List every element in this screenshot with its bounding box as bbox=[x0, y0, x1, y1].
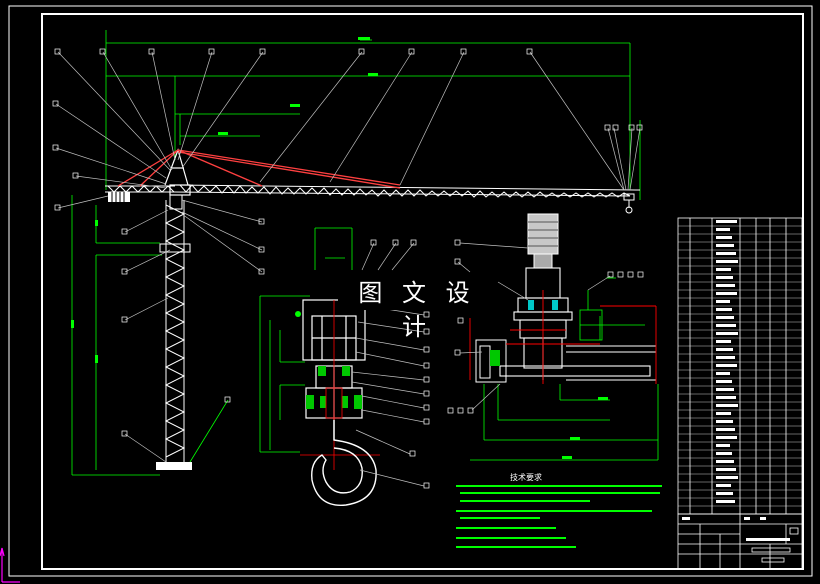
table-row-text bbox=[716, 324, 736, 327]
table-row-text bbox=[716, 348, 733, 351]
slewing-tags bbox=[607, 271, 644, 278]
table-row-text bbox=[716, 492, 733, 495]
title-block bbox=[677, 513, 803, 570]
outer-frame bbox=[8, 5, 813, 577]
tower-mast bbox=[159, 194, 191, 462]
table-row-text bbox=[716, 332, 738, 335]
base-leader bbox=[189, 399, 229, 463]
title-block-text bbox=[682, 517, 790, 541]
table-row-text bbox=[716, 236, 732, 239]
leader-lines bbox=[55, 51, 641, 463]
table-row-text bbox=[716, 292, 737, 295]
table-row-text bbox=[716, 452, 732, 455]
parts-list-rows bbox=[678, 220, 802, 507]
table-row-text bbox=[716, 484, 731, 487]
table-row-text bbox=[716, 380, 732, 383]
table-row-text bbox=[716, 444, 730, 447]
jib-end-hook bbox=[623, 193, 635, 214]
table-row-text bbox=[716, 388, 734, 391]
table-row-text bbox=[716, 300, 730, 303]
counterweight-lines bbox=[111, 192, 125, 202]
table-row-text bbox=[716, 276, 733, 279]
table-row-text bbox=[716, 468, 736, 471]
top-dimensions bbox=[105, 30, 641, 200]
tower-apex bbox=[164, 148, 191, 196]
table-row-text bbox=[716, 252, 736, 255]
tie-cables bbox=[117, 149, 401, 189]
table-row-text bbox=[716, 436, 737, 439]
table-row-text bbox=[716, 460, 734, 463]
inner-frame bbox=[41, 13, 804, 570]
jib bbox=[105, 184, 641, 198]
table-row-text bbox=[716, 372, 730, 375]
table-row-text bbox=[716, 412, 731, 415]
slewing-leaders bbox=[459, 242, 611, 411]
table-row-text bbox=[716, 340, 731, 343]
tower-dim-text-marks bbox=[71, 220, 98, 363]
table-row-text bbox=[716, 220, 737, 223]
tower-dimensions bbox=[71, 195, 162, 476]
hook-block-detail bbox=[259, 227, 380, 506]
technical-notes bbox=[456, 485, 662, 548]
ucs-corner-icon bbox=[0, 547, 20, 583]
table-row-text bbox=[716, 428, 735, 431]
hook-balloon-tags bbox=[370, 239, 474, 489]
table-row-text bbox=[716, 476, 738, 479]
table-row-text bbox=[716, 260, 738, 263]
table-row-text bbox=[716, 420, 733, 423]
dimension-text-marks bbox=[218, 37, 378, 135]
technical-notes-title: 技术要求 bbox=[510, 473, 542, 482]
watermark: 图 文 设 计 bbox=[338, 276, 496, 341]
table-row-text bbox=[716, 500, 735, 503]
table-row-text bbox=[716, 268, 731, 271]
slewing-mechanism bbox=[469, 213, 659, 461]
counterweight bbox=[108, 192, 130, 202]
table-row-text bbox=[716, 308, 732, 311]
tower-base bbox=[156, 462, 192, 470]
table-row-text bbox=[716, 356, 735, 359]
table-row-text bbox=[716, 228, 730, 231]
balloon-tags bbox=[52, 48, 643, 437]
hook-leaders bbox=[351, 242, 471, 487]
table-row-text bbox=[716, 284, 735, 287]
parts-list-table bbox=[677, 217, 803, 515]
table-row-text bbox=[716, 316, 734, 319]
table-row-text bbox=[716, 396, 736, 399]
table-row-text bbox=[716, 244, 734, 247]
table-row-text bbox=[716, 404, 738, 407]
table-row-text bbox=[716, 364, 737, 367]
